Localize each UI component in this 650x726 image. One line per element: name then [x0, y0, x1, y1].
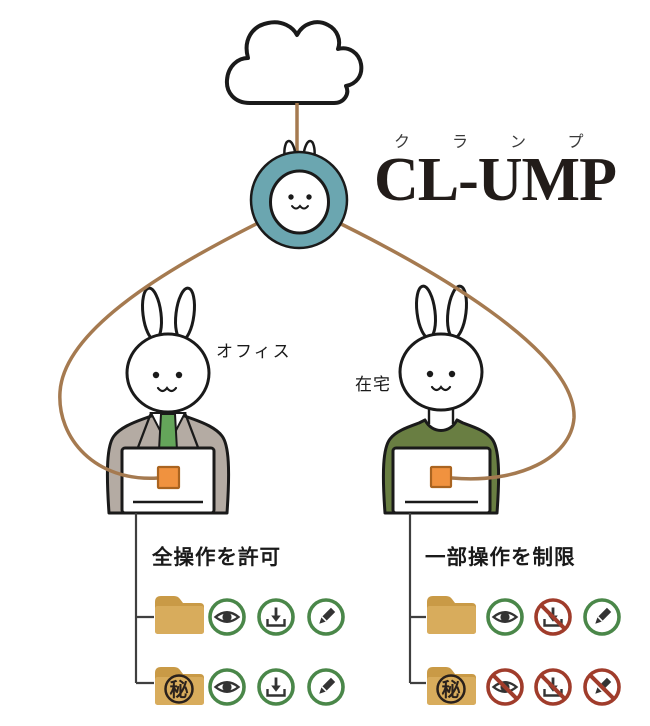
rabbit-head	[398, 332, 484, 412]
pencil-allowed-icon	[583, 598, 621, 636]
confidential-stamp: 秘	[164, 674, 194, 704]
clump-hub-icon	[249, 139, 349, 250]
office-user-label: オフィス	[216, 342, 292, 361]
cloud-icon	[224, 20, 364, 105]
rabbit-mouth	[430, 385, 452, 392]
eye-allowed-icon	[486, 598, 524, 636]
prohibition-slash	[588, 673, 616, 701]
folder-icon-office-normal	[155, 596, 204, 634]
home-user-label: 在宅	[355, 375, 391, 394]
folder-icon-home-normal	[427, 596, 476, 634]
home-permission-tree	[408, 513, 426, 685]
eye-allowed-icon	[208, 668, 246, 706]
download-allowed-icon	[257, 668, 295, 706]
permission-icons-layer	[208, 598, 621, 706]
prohibition-slash	[539, 603, 567, 631]
svg-text:秘: 秘	[169, 678, 188, 701]
rabbit-ear	[415, 284, 437, 340]
eye-denied-icon	[486, 668, 524, 706]
home-policy-caption: 一部操作を制限	[425, 545, 576, 569]
confidential-stamp: 秘	[436, 674, 466, 704]
service-name: CL-UMP	[374, 146, 616, 214]
laptop-logo-square	[156, 465, 181, 490]
hub-rabbit-face	[269, 169, 330, 235]
prohibition-slash	[491, 673, 519, 701]
service-furigana: クランプ	[394, 133, 626, 151]
download-denied-icon	[534, 598, 572, 636]
rabbit-ear	[141, 286, 163, 342]
connection-line-office	[58, 217, 268, 480]
rabbit-mouth	[156, 386, 178, 393]
pencil-allowed-icon	[307, 668, 345, 706]
download-allowed-icon	[257, 598, 295, 636]
office-policy-caption: 全操作を許可	[151, 545, 281, 569]
download-denied-icon	[534, 668, 572, 706]
rabbit-ear	[174, 286, 196, 342]
suit-lapels	[135, 412, 201, 451]
pencil-denied-icon	[583, 668, 621, 706]
laptop-logo-square	[429, 465, 453, 489]
pencil-allowed-icon	[307, 598, 345, 636]
office-permission-tree	[134, 513, 154, 685]
rabbit-head	[125, 332, 211, 414]
eye-allowed-icon	[208, 598, 246, 636]
prohibition-slash	[539, 673, 567, 701]
svg-text:秘: 秘	[441, 678, 460, 701]
connection-line-home	[331, 218, 576, 481]
